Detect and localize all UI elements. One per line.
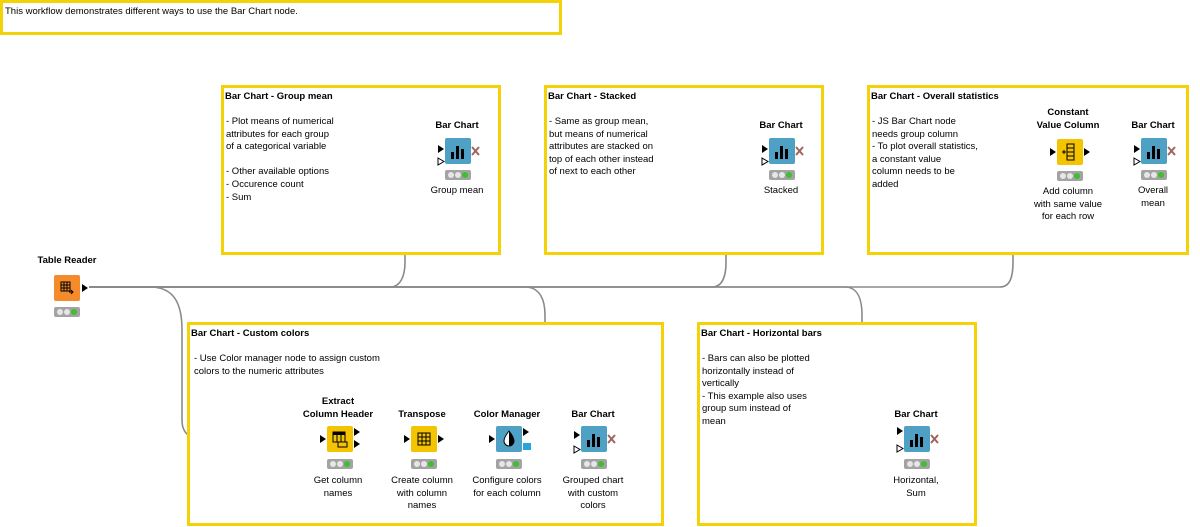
node-icon-box[interactable] [769, 138, 795, 164]
input-port-colors[interactable] [761, 153, 769, 171]
input-port-colors[interactable] [573, 441, 581, 459]
output-port[interactable] [438, 435, 444, 443]
annotation-title: Bar Chart - Group mean [225, 91, 333, 102]
node-icon-box[interactable] [54, 275, 80, 301]
color-manager-icon [503, 430, 515, 447]
node-icon-box[interactable] [904, 426, 930, 452]
node-status [496, 459, 522, 469]
annotation-title: Bar Chart - Horizontal bars [701, 328, 822, 339]
output-port-data[interactable] [354, 428, 360, 436]
input-port-data[interactable] [438, 145, 444, 153]
node-status [904, 459, 930, 469]
view-port-icon[interactable] [471, 146, 480, 156]
output-port-data[interactable] [523, 428, 529, 436]
annotation-title: Bar Chart - Custom colors [191, 328, 310, 339]
input-port-data[interactable] [404, 435, 410, 443]
input-port-colors[interactable] [896, 440, 904, 458]
node-status [445, 170, 471, 180]
node-description: Get column names [313, 475, 363, 499]
annotation-custom-colors[interactable]: Bar Chart - Custom colors - Use Color ma… [187, 322, 664, 526]
node-name: Bar Chart [571, 409, 615, 420]
node-icon-box[interactable] [445, 138, 471, 164]
node-icon-box[interactable] [1141, 138, 1167, 164]
node-description: Grouped chart with custom colors [562, 475, 624, 512]
input-port-data[interactable] [574, 431, 580, 439]
annotation-horizontal-bars[interactable]: Bar Chart - Horizontal bars - Bars can a… [697, 322, 977, 526]
view-port-icon[interactable] [930, 434, 939, 444]
node-description: Configure colors for each column [472, 475, 542, 499]
transpose-icon [417, 432, 431, 446]
node-status [769, 170, 795, 180]
node-description: Add column with same value for each row [1033, 186, 1103, 223]
bar-chart-icon [1147, 146, 1160, 159]
workflow-description-annotation[interactable]: This workflow demonstrates different way… [0, 0, 562, 35]
annotation-title: Bar Chart - Stacked [548, 91, 637, 102]
node-description: Create column with column names [391, 475, 453, 512]
extract-header-icon [332, 431, 348, 448]
view-port-icon[interactable] [795, 146, 804, 156]
node-status [581, 459, 607, 469]
node-name: Color Manager [473, 409, 541, 420]
table-reader-icon [60, 281, 74, 295]
annotation-overall-statistics[interactable]: Bar Chart - Overall statistics - JS Bar … [867, 85, 1189, 255]
node-description: Overall mean [1137, 185, 1169, 209]
node-name: Bar Chart [1131, 120, 1175, 131]
bar-chart-icon [451, 146, 464, 159]
node-description: Horizontal, Sum [893, 475, 939, 499]
node-name: Bar Chart [435, 120, 479, 131]
node-name: Bar Chart [894, 409, 938, 420]
node-status [1057, 171, 1083, 181]
input-port-data[interactable] [1050, 148, 1056, 156]
input-port-data[interactable] [762, 145, 768, 153]
node-name: Constant Value Column [1036, 107, 1100, 131]
annotation-text: - JS Bar Chart node needs group column -… [872, 116, 978, 190]
output-port-color-model[interactable] [523, 443, 531, 450]
node-icon-box[interactable] [327, 426, 353, 452]
node-name: Table Reader [37, 255, 97, 266]
node-status [411, 459, 437, 469]
output-port-data-2[interactable] [354, 440, 360, 448]
view-port-icon[interactable] [607, 434, 616, 444]
input-port-colors[interactable] [1133, 153, 1141, 171]
annotation-text: - Plot means of numerical attributes for… [226, 116, 334, 203]
annotation-text: - Use Color manager node to assign custo… [194, 353, 380, 377]
annotation-text: - Same as group mean, but means of numer… [549, 116, 654, 178]
node-status [54, 307, 80, 317]
bar-chart-icon [775, 146, 788, 159]
annotation-title: Bar Chart - Overall statistics [871, 91, 999, 102]
node-icon-box[interactable] [496, 426, 522, 452]
bar-chart-icon [587, 434, 600, 447]
output-port[interactable] [1084, 148, 1090, 156]
node-description: Stacked [763, 185, 799, 196]
node-name: Transpose [398, 409, 446, 420]
node-status [1141, 170, 1167, 180]
bar-chart-icon [910, 434, 923, 447]
input-port-data[interactable] [489, 435, 495, 443]
node-status [327, 459, 353, 469]
node-icon-box[interactable] [1057, 139, 1083, 165]
node-icon-box[interactable] [581, 426, 607, 452]
workflow-description: This workflow demonstrates different way… [5, 6, 298, 17]
input-port-data[interactable] [1134, 145, 1140, 153]
node-name: Bar Chart [759, 120, 803, 131]
output-port[interactable] [82, 284, 88, 292]
input-port-data[interactable] [320, 435, 326, 443]
node-name: Extract Column Header [302, 396, 374, 420]
node-icon-box[interactable] [411, 426, 437, 452]
constant-value-icon [1062, 143, 1075, 161]
node-description: Group mean [430, 185, 484, 196]
input-port-data[interactable] [897, 427, 903, 435]
input-port-colors[interactable] [437, 153, 445, 171]
annotation-text: - Bars can also be plotted horizontally … [702, 353, 810, 427]
view-port-icon[interactable] [1167, 146, 1176, 156]
